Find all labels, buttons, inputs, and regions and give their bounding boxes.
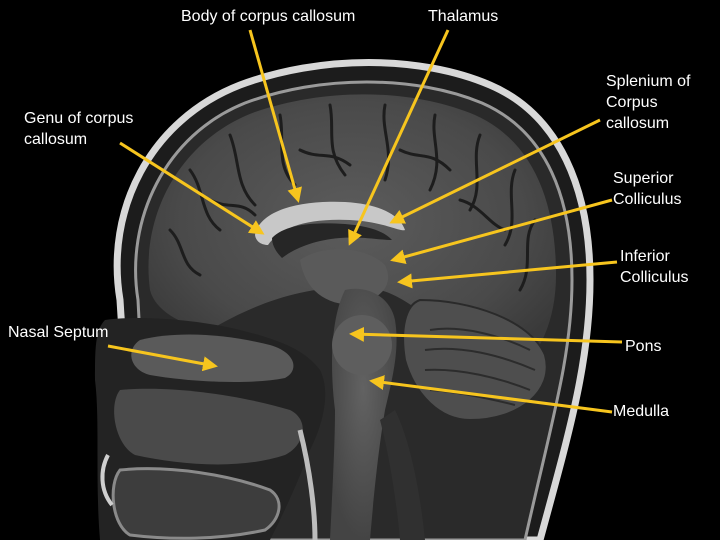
label-body-of-corpus-callosum: Body of corpus callosum	[181, 8, 356, 25]
arrow-superior-colliculus	[390, 198, 613, 265]
label-thalamus: Thalamus	[428, 8, 499, 25]
arrow-medulla	[369, 375, 613, 414]
arrow-thalamus	[348, 29, 450, 246]
neck-fat	[297, 429, 318, 540]
label-pons: Pons	[625, 338, 662, 355]
arrow-inferior-colliculus	[397, 260, 618, 289]
label-superior-colliculus: Superior Colliculus	[613, 170, 682, 208]
annotation-arrows	[107, 29, 623, 414]
label-nasal-septum: Nasal Septum	[8, 324, 109, 341]
arrow-pons	[349, 326, 623, 344]
corpus-callosum	[255, 201, 405, 245]
label-inferior-colliculus: Inferior Colliculus	[620, 248, 689, 286]
label-medulla: Medulla	[613, 403, 670, 420]
lip-outline	[100, 454, 114, 507]
arrow-splenium-of-corpus-callosum	[389, 118, 601, 224]
arrow-body-of-corpus-callosum	[248, 29, 302, 203]
cortical-sulci	[168, 103, 537, 292]
arrow-genu-of-corpus-callosum	[119, 141, 265, 235]
lateral-ventricle	[272, 223, 392, 258]
cerebellar-folia	[424, 327, 536, 406]
spinal-column	[380, 410, 425, 540]
label-genu-of-corpus-callosum: Genu of corpus callosum	[24, 110, 134, 148]
jaw	[111, 467, 281, 540]
palate-tongue	[114, 388, 303, 465]
arrow-nasal-septum	[107, 344, 218, 372]
pons-bulge	[332, 315, 392, 375]
label-splenium-of-corpus-callosum: Splenium of Corpus callosum	[606, 73, 691, 132]
